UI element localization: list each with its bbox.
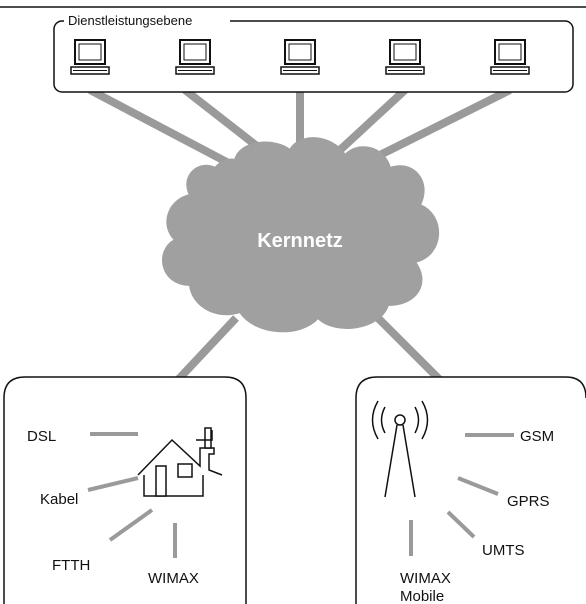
cloud-icon: Kernnetz [162,137,440,333]
computer-icon [490,39,530,75]
tech-label-ftth: FTTH [52,557,90,574]
computer-icon [70,39,110,75]
link-computer-4 [337,87,408,153]
link-mobile-access [372,312,443,383]
core-label: Kernnetz [257,230,343,252]
computer-icon [280,39,320,75]
fixed-access-box: DSL Kabel FTTH WIMAX [3,376,247,604]
house-icon [137,427,223,497]
tech-label-umts: UMTS [482,542,525,559]
link-computer-2 [182,86,265,154]
link-computer-5 [358,86,512,169]
antenna-icon [371,400,429,498]
fixed-access-links [87,432,177,558]
computer-icon [175,39,215,75]
tech-label-wimax-mobile: WIMAX [400,570,451,587]
tech-label-wimax: WIMAX [148,570,199,587]
link-fixed-access [172,315,239,386]
tech-label-gsm: GSM [520,428,554,445]
mobile-access-box: GSM GPRS UMTS WIMAX Mobile [355,376,586,604]
tech-label-mobile: Mobile [400,588,444,604]
tech-label-gprs: GPRS [507,493,550,510]
service-layer-title: Dienstleistungsebene [68,13,192,28]
service-layer-box: Dienstleistungsebene [53,13,574,93]
computer-icon [385,39,425,75]
core-links [88,86,512,386]
tech-label-dsl: DSL [27,428,56,445]
link-computer-1 [88,86,240,172]
mobile-access-links [409,433,514,556]
tech-label-kabel: Kabel [40,491,78,508]
